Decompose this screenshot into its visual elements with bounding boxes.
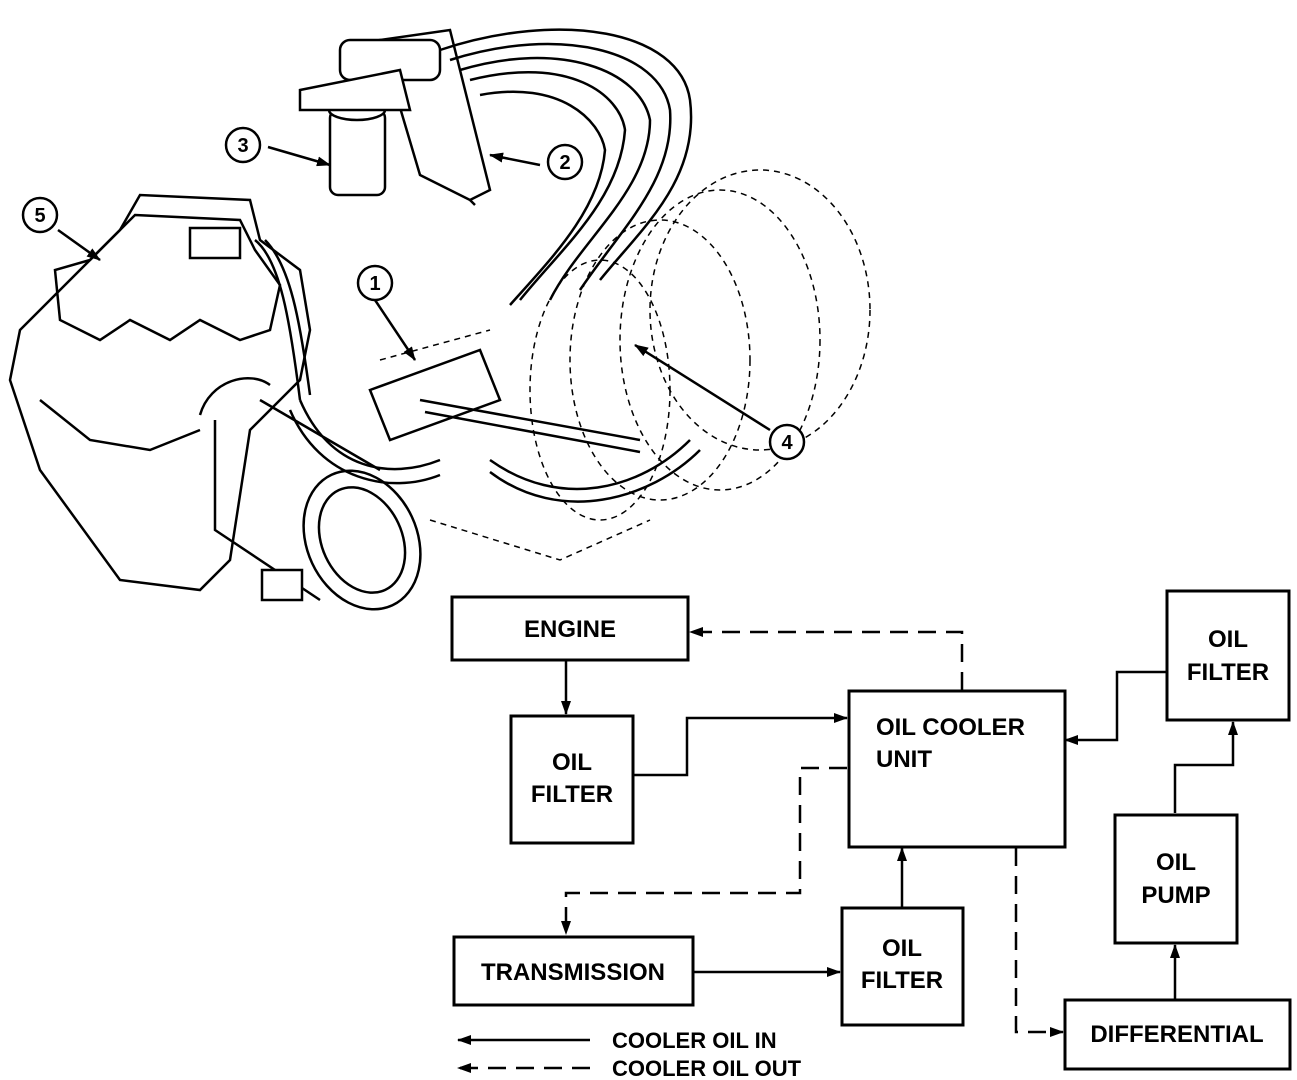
- callout-1-label: 1: [369, 273, 380, 295]
- flow-connectors: [561, 660, 1238, 1000]
- engine-label: ENGINE: [524, 616, 616, 643]
- trans-filter-label-1: OIL: [882, 935, 922, 962]
- block-transmission-oil-filter: OIL FILTER: [840, 906, 965, 1027]
- legend: COOLER OIL IN COOLER OIL OUT: [457, 1028, 802, 1080]
- callout-1: 1: [356, 264, 394, 302]
- oil-cooler-drawing: [254, 239, 701, 503]
- block-right-oil-filter: OIL FILTER: [1165, 589, 1291, 722]
- pump-label-1: OIL: [1156, 849, 1196, 876]
- block-engine: ENGINE: [450, 595, 690, 662]
- callout-3: 3: [224, 126, 262, 164]
- cooler-label-1: OIL COOLER: [876, 714, 1025, 741]
- transmission-filter-drawing: [198, 377, 422, 611]
- callout-2-label: 2: [559, 152, 570, 174]
- callout-2: 2: [546, 143, 584, 181]
- hoses-drawing: [439, 28, 693, 306]
- block-transmission: TRANSMISSION: [452, 935, 695, 1007]
- callout-5-label: 5: [34, 205, 45, 227]
- block-oil-pump: OIL PUMP: [1113, 813, 1239, 945]
- callout-4-label: 4: [781, 432, 793, 454]
- transmission-label: TRANSMISSION: [481, 959, 665, 986]
- block-engine-oil-filter: OIL FILTER: [509, 714, 635, 845]
- right-filter-label-1: OIL: [1208, 626, 1248, 653]
- legend-dashed-label: COOLER OIL OUT: [612, 1056, 802, 1080]
- flow-connectors-dashed: [561, 627, 1064, 1037]
- legend-solid: COOLER OIL IN: [457, 1028, 777, 1053]
- engine-filter-label-1: OIL: [552, 749, 592, 776]
- cooler-label-2: UNIT: [876, 746, 932, 773]
- differential-label: DIFFERENTIAL: [1090, 1021, 1263, 1048]
- block-oil-cooler-unit: OIL COOLER UNIT: [847, 689, 1067, 849]
- trans-filter-label-2: FILTER: [861, 967, 943, 994]
- callout-3-label: 3: [237, 135, 248, 157]
- engine-block-drawing: [8, 193, 312, 592]
- callout-leaders: [57, 145, 771, 432]
- housing-drawing: [379, 169, 871, 561]
- engine-filter-label-2: FILTER: [531, 781, 613, 808]
- top-filters-drawing: [298, 28, 492, 206]
- legend-solid-label: COOLER OIL IN: [612, 1028, 777, 1053]
- right-filter-label-2: FILTER: [1187, 659, 1269, 686]
- block-differential: DIFFERENTIAL: [1063, 998, 1292, 1071]
- legend-dashed: COOLER OIL OUT: [457, 1056, 802, 1080]
- callout-5: 5: [21, 196, 59, 234]
- callout-4: 4: [768, 423, 806, 461]
- component-illustration: [8, 28, 871, 611]
- pump-label-2: PUMP: [1141, 882, 1210, 909]
